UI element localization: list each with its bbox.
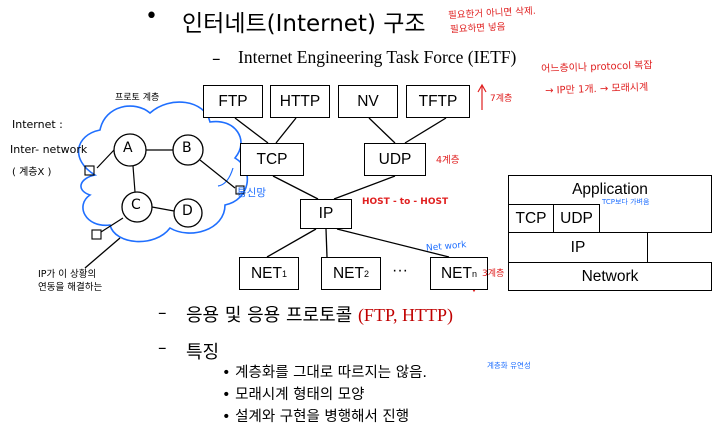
node-b: B — [182, 140, 192, 156]
feature-item-text: 계층화를 그대로 따르지는 않음. — [235, 365, 428, 381]
box-ip: IP — [300, 199, 352, 229]
title-bullet: • — [145, 4, 158, 29]
app-protocols-highlight: (FTP, HTTP) — [357, 305, 453, 325]
net-n-label: NET — [440, 264, 472, 282]
net-2-sub: 2 — [363, 268, 369, 279]
box-nv: NV — [338, 85, 398, 118]
node-c: C — [131, 197, 141, 213]
note-ip-role: IP가 이 상황의 연동을 해결하는 — [38, 269, 103, 293]
stack-tcp: TCP — [508, 204, 554, 233]
feature-item: • 설계와 구현을 병행해서 진행 — [222, 405, 409, 426]
box-ftp: FTP — [203, 85, 263, 118]
note-protocol-layer: 프로토 계층 — [115, 93, 160, 103]
note-layer-flex: 계층화 유연성 — [487, 361, 531, 370]
app-protocols-line: 응용 및 응용 프로토콜 (FTP, HTTP) — [186, 301, 453, 327]
net-2-label: NET — [332, 264, 364, 282]
note-host-to-host: HOST - to - HOST — [362, 197, 449, 207]
app-dash: – — [158, 303, 167, 323]
box-tcp: TCP — [240, 143, 304, 176]
bullet-dot: • — [222, 387, 236, 403]
stack-udp: UDP — [553, 204, 600, 233]
note-7-layer: 7계층 — [490, 94, 513, 104]
feature-item: • 계층화를 그대로 따르지는 않음. — [222, 361, 427, 382]
net-1-label: NET — [250, 264, 282, 282]
app-protocols-text: 응용 및 응용 프로토콜 — [186, 305, 358, 326]
bullet-dot: • — [222, 409, 236, 425]
page-title: 인터네트(Internet) 구조 — [182, 11, 426, 37]
net-ellipsis: ··· — [392, 262, 408, 279]
box-http: HTTP — [270, 85, 330, 118]
feature-item-text: 설계와 구현을 병행해서 진행 — [235, 409, 410, 425]
subtitle-dash: – — [212, 49, 221, 69]
feature-item-text: 모래시계 형태의 모양 — [235, 387, 365, 403]
box-udp: UDP — [364, 143, 426, 176]
note-inter-network: Inter- network — [10, 143, 88, 156]
node-d: D — [182, 203, 193, 219]
note-no-layer: ( 계층X ) — [12, 167, 52, 178]
note-4-layer: 4계층 — [436, 155, 460, 166]
stack-diagram: Application TCP UDP IP Network — [508, 175, 712, 295]
feature-dash: – — [158, 338, 167, 358]
net-1-sub: 1 — [281, 268, 287, 279]
bullet-dot: • — [222, 365, 236, 381]
box-tftp: TFTP — [406, 85, 470, 118]
note-comm-net: 통신망 — [237, 187, 266, 199]
feature-item: • 모래시계 형태의 모양 — [222, 383, 364, 404]
note-tcp-udp: TCP보다 가벼움 — [602, 198, 650, 206]
subtitle: Internet Engineering Task Force (IETF) — [238, 47, 517, 67]
note-internet: Internet : — [12, 118, 63, 131]
net-n-sub: n — [471, 268, 477, 279]
node-a: A — [123, 140, 133, 156]
stack-application-label: Application — [572, 181, 648, 198]
features-heading: 특징 — [186, 342, 220, 363]
note-3-layer: 3계층 — [482, 269, 505, 279]
stack-ip: IP — [508, 232, 648, 263]
stack-network: Network — [508, 262, 712, 291]
